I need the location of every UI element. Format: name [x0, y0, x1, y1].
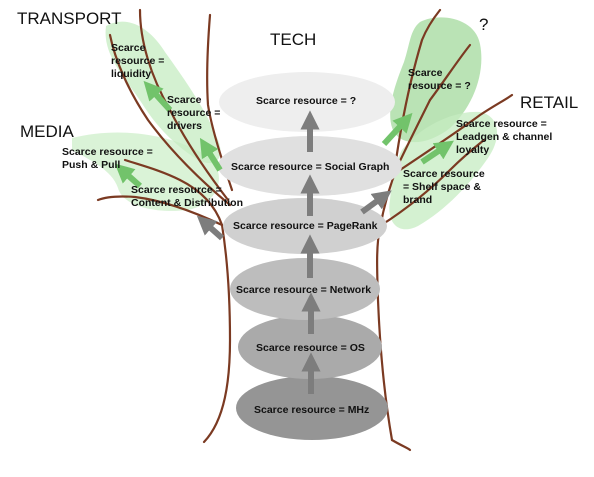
trunk-labels: Scarce resource = MHz Scarce resource = … [231, 95, 389, 416]
label-mhz: Scarce resource = MHz [254, 404, 369, 416]
leaf-media [72, 132, 219, 211]
label-os: Scarce resource = OS [256, 342, 365, 354]
trunk-layer-pagerank [223, 198, 387, 254]
trunk-layer-mhz [236, 376, 388, 440]
arrow-drivers-to-liquidity [143, 80, 173, 113]
label-content: Scarce resource = Content & Distribution [131, 184, 243, 209]
label-push-pull: Scarce resource = Push & Pull [62, 146, 156, 171]
arrow-pagerank-to-content [196, 215, 224, 241]
leaf-unknown [390, 17, 482, 143]
trunk-layers [218, 72, 402, 440]
side-arrows [196, 190, 392, 241]
trunk-arrows [300, 110, 321, 394]
trunk-layer-tech-unknown [219, 72, 395, 132]
trunk-layer-social-graph [218, 136, 402, 196]
arrow-shelf-to-leadgen [420, 140, 454, 165]
heading-retail: RETAIL [520, 93, 578, 112]
green-arrows [114, 80, 454, 189]
arrow-content-to-push-pull [114, 163, 142, 189]
heading-transport: TRANSPORT [17, 9, 122, 28]
heading-unknown: ? [479, 15, 488, 34]
label-pagerank: Scarce resource = PageRank [233, 220, 378, 232]
heading-media: MEDIA [20, 122, 75, 141]
arrow-social-to-drivers [199, 137, 223, 172]
label-leadgen: Scarce resource = Leadgen & channel loya… [456, 118, 555, 156]
label-social-graph: Scarce resource = Social Graph [231, 161, 389, 173]
section-headings: TRANSPORT TECH MEDIA RETAIL ? [17, 9, 578, 141]
label-tech-unknown: Scarce resource = ? [256, 95, 356, 107]
arrow-pagerank-to-shelf [360, 190, 392, 215]
arrow-social-to-retail-unknown [381, 112, 413, 147]
trunk-layer-network [230, 258, 380, 320]
heading-tech: TECH [270, 30, 316, 49]
label-network: Scarce resource = Network [236, 284, 371, 296]
label-retail-unknown: Scarce resource = ? [408, 67, 471, 92]
label-shelf: Scarce resource = Shelf space & brand [403, 168, 488, 206]
label-drivers: Scarce resource = drivers [167, 94, 223, 132]
branch-labels: Scarce resource = liquidity Scarce resou… [62, 42, 555, 209]
label-liquidity: Scarce resource = liquidity [111, 42, 167, 80]
trunk-layer-os [238, 315, 382, 379]
